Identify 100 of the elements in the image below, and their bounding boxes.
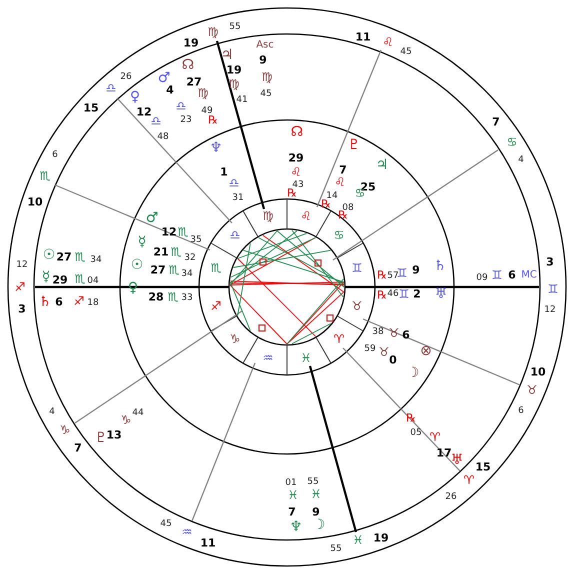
degree-number: 6 bbox=[402, 328, 410, 342]
degree-number: 29 bbox=[52, 274, 68, 286]
minute-number: 38 bbox=[372, 327, 384, 337]
zodiac-sign-glyph: ♍ bbox=[262, 209, 274, 223]
zodiac-sign-glyph: ♏ bbox=[40, 169, 50, 183]
degree-number: 7 bbox=[288, 506, 296, 518]
minute-number: 32 bbox=[184, 253, 196, 263]
degree-number: 27 bbox=[56, 250, 72, 264]
zodiac-sign-glyph: ♌ bbox=[290, 165, 302, 179]
minute-number: 01 bbox=[285, 478, 297, 488]
planet-glyph: ♀ bbox=[130, 89, 140, 105]
zodiac-sign-glyph: ♏ bbox=[74, 250, 86, 264]
degree-number: 7 bbox=[492, 116, 500, 128]
degree-number: 9 bbox=[312, 506, 320, 518]
degree-number: 9 bbox=[259, 54, 267, 66]
degree-number: 15 bbox=[475, 460, 491, 474]
minute-number: 55 bbox=[330, 544, 342, 554]
zodiac-sign-glyph: ♏ bbox=[210, 261, 222, 275]
minute-number: 09 bbox=[476, 273, 488, 283]
minute-number: 45 bbox=[160, 519, 172, 529]
degree-number: 9 bbox=[412, 264, 420, 276]
planet-glyph: ☿ bbox=[138, 234, 146, 250]
zodiac-sign-glyph: ♑ bbox=[120, 413, 132, 427]
minute-number: 12 bbox=[544, 305, 556, 315]
zodiac-sign-glyph: ♈ bbox=[334, 332, 344, 346]
planet-glyph: ♄ bbox=[434, 258, 446, 274]
planet-glyph: ☊ bbox=[182, 57, 194, 73]
planet-glyph: ♄ bbox=[38, 294, 52, 310]
zodiac-sign-glyph: ♑ bbox=[230, 332, 240, 346]
retrograde-mark: ℞ bbox=[377, 288, 387, 302]
degree-number: 7 bbox=[339, 164, 347, 176]
degree-number: 1 bbox=[220, 166, 228, 178]
planet-glyph: ♇ bbox=[348, 137, 360, 153]
zodiac-sign-glyph: ♌ bbox=[334, 175, 346, 189]
planet-glyph: ♆ bbox=[290, 519, 302, 535]
zodiac-sign-glyph: ♉ bbox=[526, 383, 538, 397]
planet-glyph: ☽ bbox=[312, 517, 326, 533]
degree-number: 19 bbox=[183, 36, 199, 50]
retrograde-mark: ℞ bbox=[338, 208, 348, 222]
zodiac-sign-glyph: ♊ bbox=[548, 282, 558, 296]
zodiac-sign-glyph: ♏ bbox=[178, 225, 188, 239]
minute-number: 4 bbox=[518, 155, 524, 165]
planet-glyph: ☿ bbox=[42, 269, 50, 285]
planet-glyph: ♇ bbox=[94, 430, 108, 446]
zodiac-sign-glyph: ♉ bbox=[378, 345, 390, 359]
zodiac-sign-glyph: ♏ bbox=[168, 263, 180, 277]
zodiac-sign-glyph: ♐ bbox=[14, 280, 26, 294]
zodiac-sign-glyph: ♓ bbox=[288, 488, 298, 502]
zodiac-sign-glyph: ♊ bbox=[492, 268, 502, 282]
minute-number: 45 bbox=[400, 47, 412, 57]
zodiac-sign-glyph: ♑ bbox=[60, 423, 70, 437]
planet-glyph: ☉ bbox=[42, 247, 56, 263]
zodiac-sign-glyph: ♍ bbox=[198, 86, 208, 100]
zodiac-sign-glyph: ♊ bbox=[398, 287, 410, 301]
planet-glyph: ♃ bbox=[376, 157, 388, 173]
zodiac-sign-glyph: ♐ bbox=[74, 294, 84, 308]
zodiac-sign-glyph: ♓ bbox=[352, 533, 364, 547]
minute-number: 49 bbox=[201, 106, 213, 116]
minute-number: 31 bbox=[232, 193, 244, 203]
degree-number: 10 bbox=[27, 196, 43, 208]
degree-number: 3 bbox=[18, 302, 26, 316]
planet-glyph: ♅ bbox=[434, 286, 448, 302]
retrograde-mark: ℞ bbox=[377, 268, 387, 282]
minute-number: 59 bbox=[364, 344, 376, 354]
degree-number: 12 bbox=[136, 106, 152, 118]
zodiac-sign-glyph: ♎ bbox=[106, 81, 116, 95]
degree-number: 3 bbox=[546, 256, 554, 268]
zodiac-sign-glyph: ♊ bbox=[352, 261, 362, 275]
zodiac-sign-glyph: ♌ bbox=[300, 209, 312, 223]
zodiac-sign-glyph: ♍ bbox=[262, 70, 272, 84]
degree-number: 6 bbox=[55, 296, 63, 308]
minute-number: 6 bbox=[52, 150, 58, 160]
degree-number: 4 bbox=[166, 84, 174, 96]
degree-number: 19 bbox=[373, 532, 389, 544]
minute-number: 45 bbox=[260, 89, 272, 99]
degree-number: 11 bbox=[200, 536, 216, 550]
zodiac-sign-glyph: ♈ bbox=[464, 473, 474, 487]
degree-number: 15 bbox=[83, 102, 99, 114]
zodiac-sign-glyph: ♍ bbox=[208, 25, 218, 39]
planet-glyph: ♃ bbox=[220, 47, 234, 63]
degree-number: 13 bbox=[106, 428, 122, 442]
minute-number: 4 bbox=[49, 407, 55, 417]
zodiac-sign-glyph: ♎ bbox=[228, 176, 240, 190]
minute-number: 48 bbox=[157, 132, 169, 142]
planet-glyph: ♅ bbox=[450, 452, 464, 468]
degree-number: 19 bbox=[226, 64, 242, 76]
zodiac-sign-glyph: ♋ bbox=[334, 228, 344, 242]
zodiac-sign-glyph: ♏ bbox=[74, 272, 86, 286]
planet-glyph: ☉ bbox=[130, 257, 144, 273]
minute-number: 05 bbox=[410, 428, 422, 438]
degree-number: 11 bbox=[355, 30, 371, 44]
minute-number: 12 bbox=[16, 260, 28, 270]
angle-label: Asc bbox=[256, 40, 274, 50]
zodiac-sign-glyph: ♍ bbox=[228, 77, 240, 91]
minute-number: 44 bbox=[132, 408, 144, 418]
degree-number: 12 bbox=[161, 226, 177, 238]
zodiac-sign-glyph: ♎ bbox=[150, 114, 162, 128]
degree-number: 27 bbox=[150, 264, 166, 276]
minute-number: 55 bbox=[307, 477, 319, 487]
minute-number: 18 bbox=[87, 298, 99, 308]
